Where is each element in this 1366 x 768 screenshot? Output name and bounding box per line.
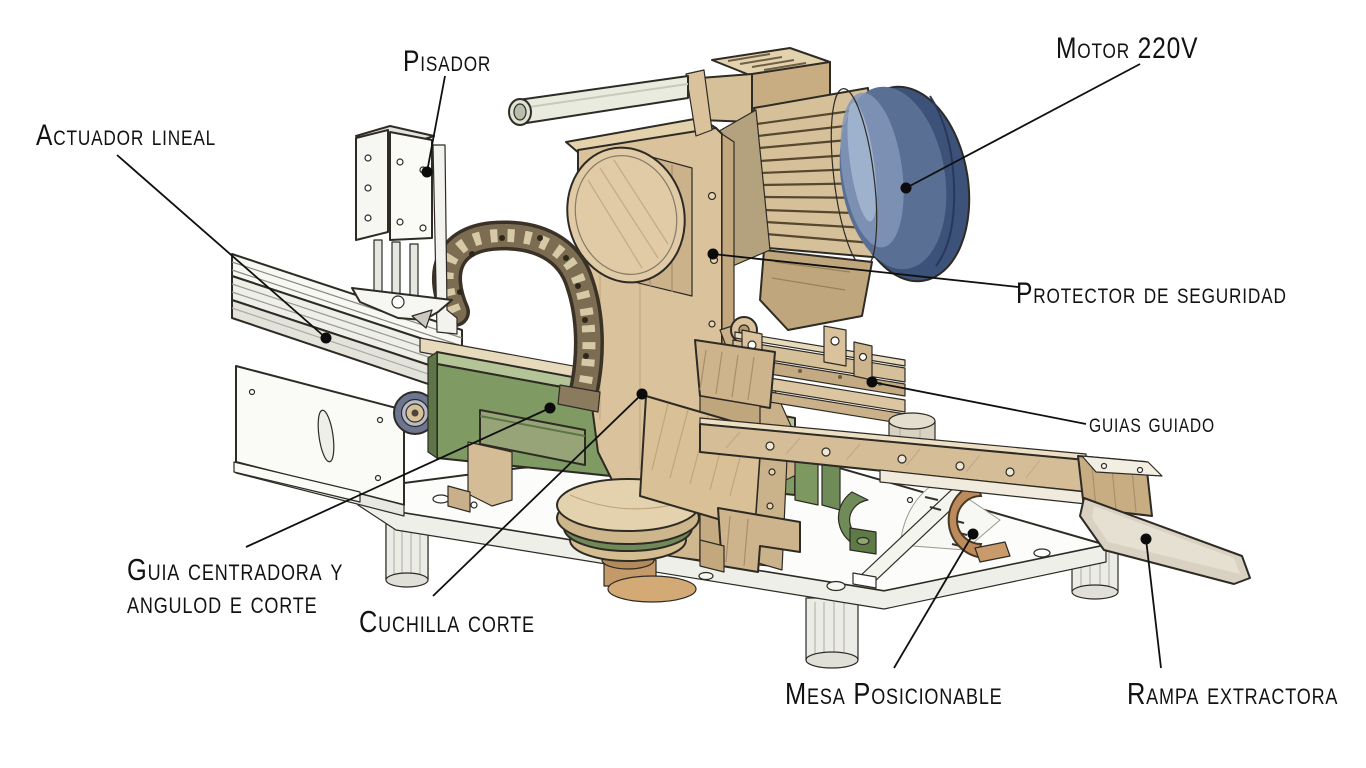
label-mesa-posicionable: Mesa Posicionable <box>785 677 1003 710</box>
label-protector-text: Protector de seguridad <box>1016 277 1287 310</box>
label-cuchilla-corte: Cuchilla corte <box>359 605 535 638</box>
label-rampa-extractora: Rampa extractora <box>1127 677 1338 710</box>
label-motor-220v: Motor 220V <box>1056 32 1198 65</box>
handle-bar <box>508 69 713 137</box>
cable-chain <box>432 220 604 413</box>
label-pisador-text: Pisador <box>403 45 492 78</box>
label-cuchilla-text: Cuchilla corte <box>359 604 535 639</box>
label-actuador-lineal: Actuador lineal <box>36 119 216 152</box>
label-protector-de-seguridad: Protector de seguridad <box>1016 277 1287 310</box>
guide-arm-beam <box>699 417 1163 517</box>
leader-lines <box>116 63 1162 669</box>
label-rampa-text: Rampa extractora <box>1127 676 1339 711</box>
leg-front <box>805 597 859 669</box>
label-guia-centradora: Guia centradora y angulod e corte <box>127 553 343 619</box>
motor-mount-bracket <box>759 249 873 331</box>
gearbox-cylinder <box>566 146 693 297</box>
label-guias-text: guias guiado <box>1089 408 1215 438</box>
linear-actuator <box>231 253 463 517</box>
label-actuador-lineal-text: Actuador lineal <box>36 119 217 152</box>
motor-blue-cap <box>830 85 971 283</box>
label-guia-centradora-line2: angulod e corte <box>127 585 318 620</box>
extraction-ramp <box>1079 497 1251 585</box>
guide-rails <box>732 325 906 425</box>
label-guia-centradora-line1: Guia centradora y <box>127 552 344 587</box>
pisador-clamp <box>351 125 458 335</box>
beam-end-box <box>1077 455 1163 517</box>
label-guias-guiado: guias guiado <box>1089 407 1215 440</box>
clamp-foot <box>351 287 453 329</box>
label-motor-220v-text: Motor 220V <box>1056 32 1199 65</box>
label-mesa-text: Mesa Posicionable <box>785 676 1003 711</box>
label-pisador: Pisador <box>403 45 491 78</box>
